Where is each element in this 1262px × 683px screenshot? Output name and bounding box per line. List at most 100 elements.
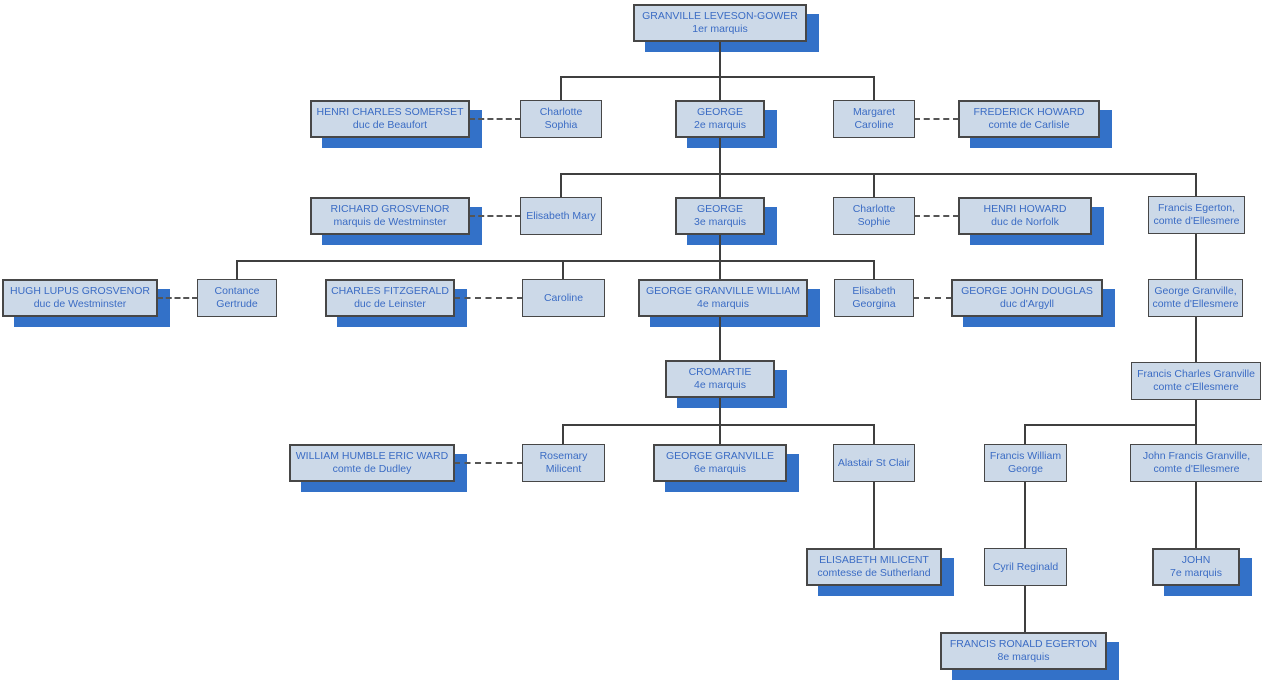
marriage-connector (914, 215, 959, 217)
tree-node-label: Francis William (989, 450, 1062, 462)
tree-node-label: Rosemary (539, 450, 588, 462)
tree-node-label: ELISABETH MILICENT (819, 554, 929, 566)
tree-node-label: duc d'Argyll (1000, 298, 1054, 310)
tree-node-label: CROMARTIE (688, 366, 752, 378)
descent-connector (719, 173, 721, 198)
descent-connector (719, 137, 721, 175)
tree-node-label: Cyril Reginald (992, 560, 1059, 573)
tree-node-label: comte d'Ellesmere (1153, 215, 1240, 227)
descent-connector (719, 41, 721, 78)
descent-connector (562, 424, 875, 426)
tree-node-label: GEORGE JOHN DOUGLAS (961, 285, 1093, 297)
descent-connector (719, 424, 721, 445)
descent-connector (719, 76, 721, 101)
descent-connector (562, 260, 564, 280)
descent-connector (1024, 424, 1197, 426)
marriage-connector (469, 118, 521, 120)
tree-node-cyril-reginald: Cyril Reginald (984, 548, 1067, 586)
tree-node-label: GEORGE (696, 106, 744, 118)
tree-node-alastair-st-clair: Alastair St Clair (833, 444, 915, 482)
tree-node-label: HENRI HOWARD (983, 203, 1067, 215)
tree-node-label: comte d'Ellesmere (1152, 298, 1239, 310)
descent-connector (560, 173, 562, 198)
tree-node-label: comte de Carlisle (988, 119, 1070, 131)
marriage-connector (454, 297, 523, 299)
tree-node-label: duc de Westminster (33, 298, 127, 310)
descent-connector (719, 316, 721, 361)
descent-connector (873, 76, 875, 101)
marriage-connector (157, 297, 198, 299)
tree-node-label: HUGH LUPUS GROSVENOR (9, 285, 151, 297)
tree-node-francis-egerton: Francis Egerton,comte d'Ellesmere (1148, 196, 1245, 234)
tree-node-label: John Francis Granville, (1142, 450, 1251, 462)
descent-connector (1195, 424, 1197, 445)
descent-connector (1195, 233, 1197, 280)
tree-node-label: Sophia (544, 119, 578, 131)
descent-connector (236, 260, 875, 262)
tree-node-label: FREDERICK HOWARD (973, 106, 1085, 118)
descent-connector (719, 260, 721, 280)
tree-node-label: 2e marquis (694, 119, 746, 131)
tree-node-label: FRANCIS RONALD EGERTON (949, 638, 1098, 650)
tree-node-elisabeth-mary: Elisabeth Mary (520, 197, 602, 235)
tree-node-label: Contance (214, 285, 260, 297)
tree-node-label: HENRI CHARLES SOMERSET (316, 106, 464, 118)
tree-node-label: duc de Beaufort (352, 119, 428, 131)
descent-connector (1024, 424, 1026, 445)
tree-node-label: Sophie (857, 216, 891, 228)
descent-connector (873, 424, 875, 445)
descent-connector (562, 424, 564, 445)
descent-connector (1024, 585, 1026, 633)
descent-connector (560, 173, 1197, 175)
descent-connector (1195, 399, 1197, 426)
tree-node-label: 4e marquis (694, 379, 746, 391)
tree-node-label: Alastair St Clair (837, 456, 911, 469)
marriage-connector (469, 215, 521, 217)
tree-node-label: JOHN (1181, 554, 1211, 566)
tree-node-label: Elisabeth (852, 285, 896, 297)
tree-node-label: duc de Leinster (354, 298, 426, 310)
tree-node-label: 1er marquis (692, 23, 748, 35)
tree-node-label: Caroline (854, 119, 894, 131)
tree-node-label: 4e marquis (697, 298, 749, 310)
marriage-connector (454, 462, 523, 464)
tree-node-label: 8e marquis (997, 651, 1050, 663)
tree-node-label: comte de Dudley (332, 463, 412, 475)
tree-node-label: 3e marquis (694, 216, 746, 228)
tree-node-label: Margaret (852, 106, 895, 118)
tree-node-label: GRANVILLE LEVESON-GOWER (642, 10, 798, 22)
tree-node-caroline: Caroline (522, 279, 605, 317)
tree-node-label: Georgina (852, 298, 896, 310)
tree-node-label: comte d'Ellesmere (1153, 463, 1240, 475)
tree-node-label: GEORGE (696, 203, 744, 215)
tree-node-label: WILLIAM HUMBLE ERIC WARD (295, 450, 449, 462)
tree-node-label: George (1007, 463, 1044, 475)
tree-node-label: Milicent (545, 463, 582, 475)
descent-connector (236, 260, 238, 280)
tree-node-john-francis-granville: John Francis Granville,comte d'Ellesmere (1130, 444, 1262, 482)
tree-node-label: GEORGE GRANVILLE WILLIAM (645, 285, 801, 297)
tree-node-label: Caroline (543, 291, 584, 304)
descent-connector (873, 481, 875, 549)
descent-connector (1195, 173, 1197, 197)
tree-node-label: Charlotte (852, 203, 896, 215)
tree-node-label: GEORGE GRANVILLE (666, 450, 774, 462)
